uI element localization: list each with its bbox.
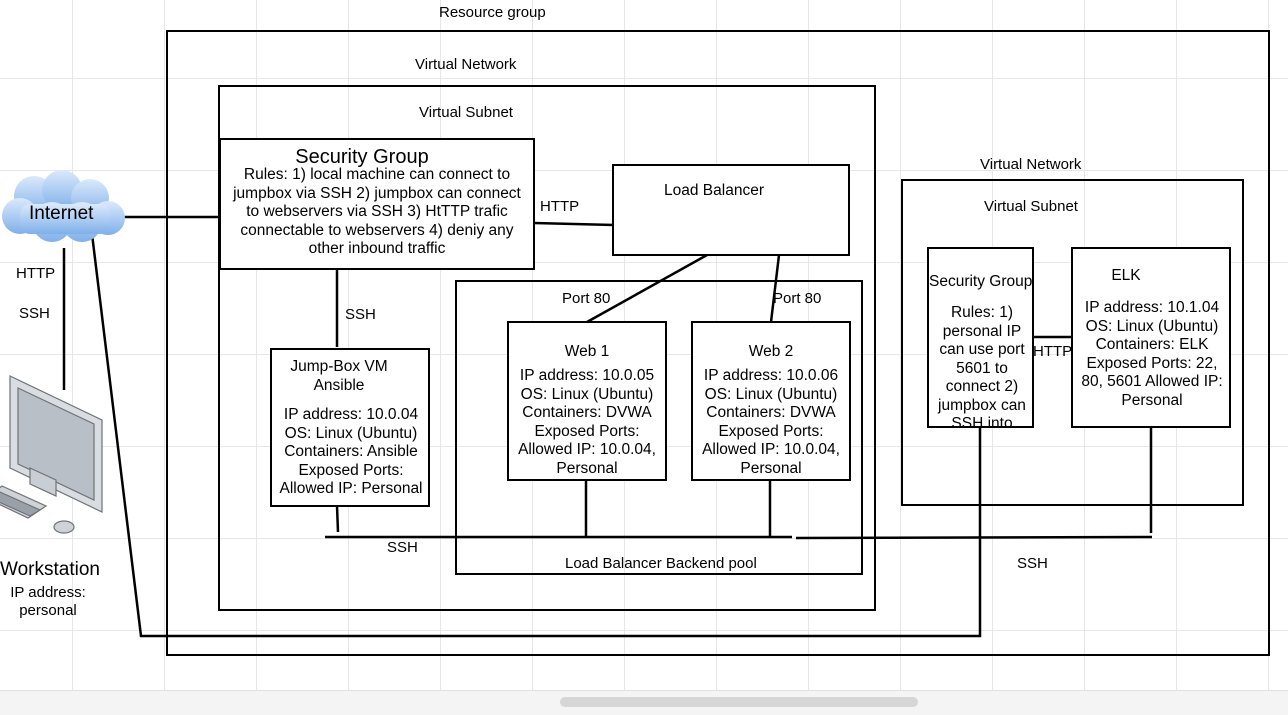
virtual-subnet-elk-label: Virtual Subnet (984, 198, 1078, 215)
internet-label: Internet (29, 203, 94, 224)
elk-security-group-box: Security Group Rules: 1) personal IP can… (927, 247, 1034, 428)
resource-group-label: Resource group (439, 4, 546, 21)
security-group-title: Security Group (295, 146, 429, 168)
workstation-ip: IP address: personal (10, 584, 86, 619)
resource-group (166, 30, 1270, 656)
http-vertical-label: HTTP (16, 265, 56, 282)
backend-pool-label: Load Balancer Backend pool (565, 555, 757, 572)
virtual-network-main (218, 85, 876, 611)
sg-to-lb-line (533, 221, 615, 227)
web2-title: Web 2 (748, 343, 794, 360)
desktop-computer-icon (0, 375, 103, 534)
horizontal-scrollbar-thumb[interactable] (560, 697, 918, 707)
ssh-vertical-label: SSH (19, 305, 50, 322)
cloud-icon (2, 170, 125, 242)
elk-security-group-rules: Rules: 1) personal IP can use port 5601 … (938, 304, 1026, 428)
web1-title: Web 1 (564, 343, 610, 360)
elk-title: ELK (1111, 267, 1141, 284)
ssh-bus-right (795, 535, 1153, 540)
jumpbox-details: IP address: 10.0.04 OS: Linux (Ubuntu) C… (279, 406, 423, 497)
http-elk-label: HTTP (1033, 343, 1073, 360)
jumpbox-vm-box: Jump-Box VM Ansible IP address: 10.0.04 … (270, 348, 430, 507)
ssh-bottom-left-label: SSH (387, 539, 418, 556)
horizontal-scrollbar[interactable] (0, 690, 1288, 715)
web1-details: IP address: 10.0.05 OS: Linux (Ubuntu) C… (518, 367, 656, 477)
virtual-subnet-main-label: Virtual Subnet (419, 104, 513, 121)
web1-box: Web 1 IP address: 10.0.05 OS: Linux (Ubu… (507, 321, 667, 481)
web2-box: Web 2 IP address: 10.0.06 OS: Linux (Ubu… (691, 321, 851, 481)
lb-to-web1-line (586, 253, 708, 324)
virtual-network-elk-label: Virtual Network (980, 156, 1082, 173)
virtual-network-main-label: Virtual Network (415, 56, 517, 73)
load-balancer-title: Load Balancer (664, 182, 764, 199)
ssh-bottom-right-label: SSH (1017, 555, 1048, 572)
port80-left-label: Port 80 (562, 290, 611, 307)
workstation-label: Workstation (0, 559, 100, 580)
elk-box: ELK IP address: 10.1.04 OS: Linux (Ubunt… (1071, 247, 1231, 428)
elk-security-group-title: Security Group (929, 273, 1033, 290)
load-balancer-box: Load Balancer (612, 164, 850, 256)
ssh-sg-jump-label: SSH (345, 306, 376, 323)
security-group-rules: Rules: 1) local machine can connect to j… (233, 166, 521, 257)
port80-right-label: Port 80 (773, 290, 822, 307)
jumpbox-title: Jump-Box VM Ansible (290, 358, 388, 394)
http-to-lb-label: HTTP (540, 198, 580, 215)
web2-details: IP address: 10.0.06 OS: Linux (Ubuntu) C… (702, 367, 840, 477)
jumpbox-drop-line (335, 505, 340, 533)
lb-to-web2-line (769, 254, 781, 323)
internet-to-elk-sg-line (90, 233, 982, 638)
virtual-network-elk (901, 179, 1244, 506)
security-group-box: Security Group Rules: 1) local machine c… (219, 138, 535, 270)
elk-details: IP address: 10.1.04 OS: Linux (Ubuntu) C… (1081, 299, 1223, 409)
